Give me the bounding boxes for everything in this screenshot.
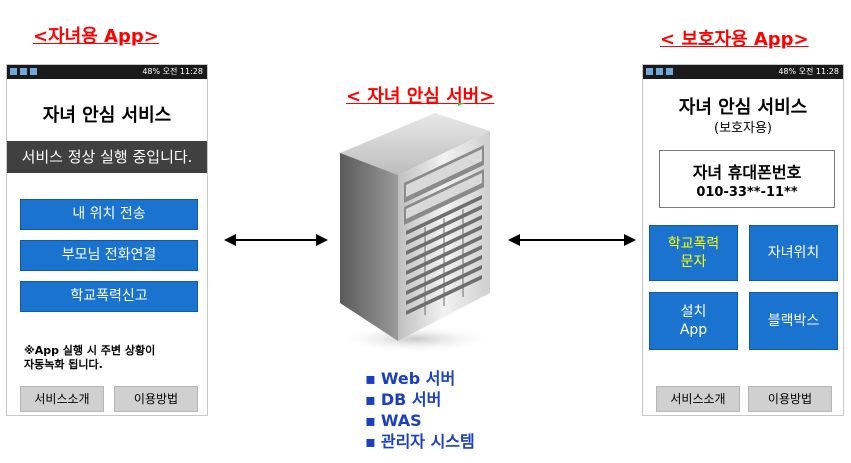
send-location-button[interactable]: 내 위치 전송 bbox=[20, 199, 198, 230]
phone-number-label: 자녀 휴대폰번호 bbox=[692, 163, 802, 182]
list-item: WAS bbox=[365, 410, 475, 431]
phone-number-value: 010-33**-11** bbox=[696, 185, 798, 200]
auto-record-note: ※App 실행 시 주변 상황이 자동녹화 됩니다. bbox=[24, 344, 155, 372]
status-icons bbox=[10, 68, 37, 75]
child-phone-number-box: 자녀 휴대폰번호 010-33**-11** bbox=[659, 150, 835, 208]
server-icon bbox=[335, 103, 495, 353]
status-bar: 48% 오전 11:28 bbox=[643, 65, 843, 79]
list-item: DB 서버 bbox=[365, 389, 475, 410]
status-text: 48% 오전 11:28 bbox=[142, 67, 203, 76]
app-title: 자녀 안심 서비스 bbox=[678, 97, 808, 118]
guardian-app-title: < 보호자용 App> bbox=[660, 29, 809, 50]
install-app-tile[interactable]: 설치 App bbox=[649, 292, 738, 350]
tile-line-1: 블랙박스 bbox=[767, 313, 820, 329]
list-item: 관리자 시스템 bbox=[365, 431, 475, 452]
how-to-use-button[interactable]: 이용방법 bbox=[114, 386, 198, 412]
child-phone: 48% 오전 11:28 자녀 안심 서비스 서비스 정상 실행 중입니다. 내… bbox=[6, 64, 208, 416]
double-arrow-left bbox=[224, 234, 328, 246]
status-text: 48% 오전 11:28 bbox=[778, 67, 839, 76]
server-title: < 자녀 안심 서버> bbox=[346, 86, 495, 107]
status-icons bbox=[646, 68, 673, 75]
how-to-use-button[interactable]: 이용방법 bbox=[748, 386, 832, 412]
call-parents-button[interactable]: 부모님 전화연결 bbox=[20, 240, 198, 271]
child-app-title: <자녀용 App> bbox=[33, 26, 159, 47]
violence-message-tile[interactable]: 학교폭력 문자 bbox=[649, 225, 738, 281]
guardian-phone: 48% 오전 11:28 자녀 안심 서비스 (보호자용) 자녀 휴대폰번호 0… bbox=[642, 64, 844, 416]
service-intro-button[interactable]: 서비스소개 bbox=[656, 386, 740, 412]
note-line-1: ※App 실행 시 주변 상황이 bbox=[24, 344, 156, 357]
app-title: 자녀 안심 서비스 bbox=[42, 105, 172, 126]
server-component-list: Web 서버 DB 서버 WAS 관리자 시스템 bbox=[365, 368, 475, 452]
status-bar: 48% 오전 11:28 bbox=[7, 65, 207, 79]
note-line-2: 자동녹화 됩니다. bbox=[24, 358, 103, 371]
status-banner: 서비스 정상 실행 중입니다. bbox=[7, 141, 207, 173]
double-arrow-right bbox=[508, 234, 636, 246]
report-violence-button[interactable]: 학교폭력신고 bbox=[20, 281, 198, 312]
tile-line-1: 자녀위치 bbox=[767, 245, 820, 261]
tile-line-2: 문자 bbox=[680, 254, 707, 270]
service-intro-button[interactable]: 서비스소개 bbox=[20, 386, 104, 412]
tile-line-1: 학교폭력 bbox=[667, 236, 720, 252]
tile-line-1: 설치 bbox=[680, 304, 707, 320]
app-subtitle: (보호자용) bbox=[714, 121, 772, 136]
tile-line-2: App bbox=[679, 322, 708, 338]
list-item: Web 서버 bbox=[365, 368, 475, 389]
black-box-tile[interactable]: 블랙박스 bbox=[749, 292, 838, 350]
child-location-tile[interactable]: 자녀위치 bbox=[749, 225, 838, 281]
